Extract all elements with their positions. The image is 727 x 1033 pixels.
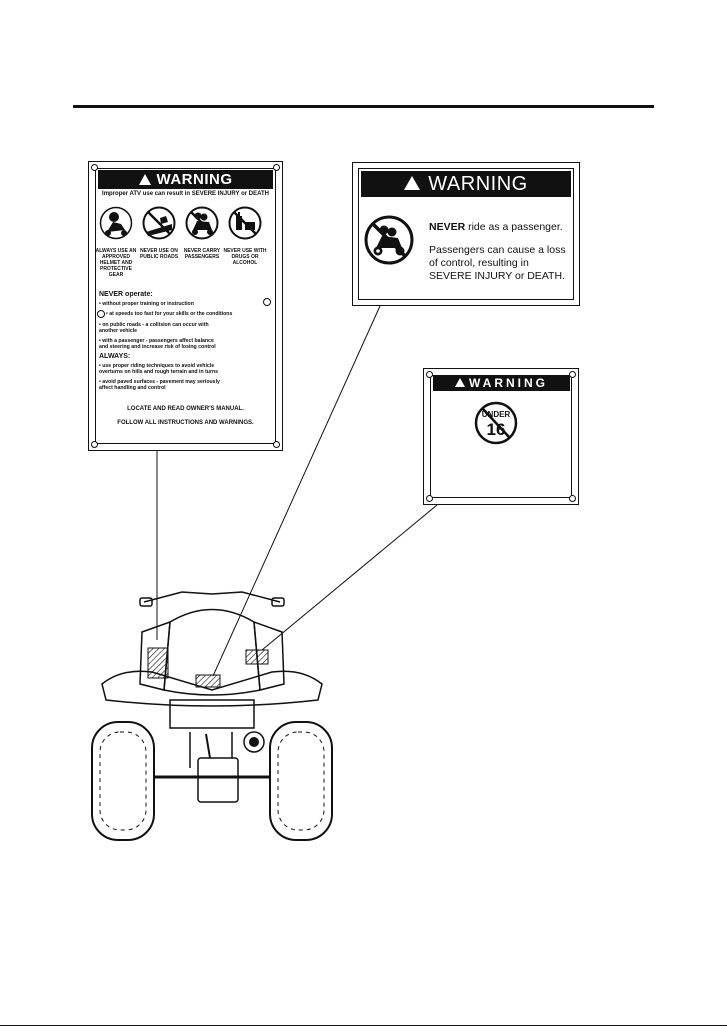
pictogram-caption: NEVER USE WITH DRUGS OR ALCOHOL: [223, 248, 267, 266]
pictogram-caption: NEVER USE ON PUBLIC ROADS: [139, 248, 179, 260]
never-item: • with a passenger - passengers affect b…: [99, 338, 214, 344]
no-drugs-alcohol-icon: [228, 206, 262, 240]
warning-header: WARNING: [433, 375, 570, 391]
warning-header-text: WARNING: [428, 173, 528, 195]
rivet-ring: [97, 310, 105, 318]
passenger-warning-label: WARNING NEVER ride as a passenger. Passe…: [352, 162, 580, 306]
always-item: • avoid paved surfaces - pavement may se…: [99, 379, 220, 385]
rivet-dot: [426, 495, 433, 502]
always-item: affect handling and control: [99, 385, 166, 391]
never-item: • without proper training or instruction: [99, 301, 194, 307]
manual-footer: LOCATE AND READ OWNER'S MANUAL.: [127, 406, 244, 412]
helmet-rider-icon: [99, 206, 133, 240]
passenger-body-line: SEVERE INJURY or DEATH.: [429, 270, 565, 282]
never-item: and steering and increase risk of losing…: [99, 344, 216, 350]
warning-triangle-icon: [455, 378, 465, 387]
leader-line-passenger: [212, 305, 381, 677]
warning-header-text: WARNING: [156, 171, 233, 188]
rivet-ring: [263, 298, 271, 306]
warning-subheader: Improper ATV use can result in SEVERE IN…: [102, 191, 269, 197]
warning-triangle-icon: [404, 176, 421, 190]
warning-header: WARNING: [98, 170, 273, 189]
rivet-dot: [569, 371, 576, 378]
rivet-dot: [91, 164, 98, 171]
always-item: • use proper riding techniques to avoid …: [99, 363, 215, 369]
never-word: NEVER: [429, 221, 466, 233]
rivet-dot: [273, 164, 280, 171]
never-item: another vehicle: [99, 328, 138, 334]
atv-rear-view-icon: [91, 591, 333, 841]
rivet-dot: [569, 495, 576, 502]
no-passenger-rider-icon: [364, 215, 414, 265]
leader-line-age: [261, 504, 438, 651]
warning-header-text: WARNING: [469, 376, 548, 390]
sign-number-text: 16: [487, 420, 506, 439]
never-heading: NEVER operate:: [99, 291, 153, 298]
pictogram-caption: NEVER CARRY PASSENGERS: [183, 248, 221, 260]
pictogram-caption: ALWAYS USE AN APPROVED HELMET AND PROTEC…: [95, 248, 137, 278]
warning-triangle-icon: [138, 174, 151, 185]
age-warning-label: WARNING UNDER 16: [423, 368, 579, 505]
never-ride-rest: ride as a passenger.: [465, 221, 563, 233]
sign-under-text: UNDER: [482, 410, 511, 419]
instructions-footer: FOLLOW ALL INSTRUCTIONS AND WARNINGS.: [117, 420, 254, 426]
rivet-dot: [91, 441, 98, 448]
passenger-body-line: Passengers can cause a loss: [429, 244, 566, 256]
never-ride-line: NEVER ride as a passenger.: [429, 221, 563, 233]
no-public-roads-icon: [142, 206, 176, 240]
rivet-dot: [273, 441, 280, 448]
always-heading: ALWAYS:: [99, 353, 131, 360]
rivet-dot: [426, 371, 433, 378]
never-item: • at speeds too fast for your skills or …: [106, 311, 233, 317]
passenger-body-line: of control, resulting in: [429, 257, 529, 269]
never-item: • on public roads - a collision can occu…: [99, 322, 209, 328]
warning-header: WARNING: [361, 171, 571, 197]
atv-warning-label: WARNING Improper ATV use can result in S…: [88, 161, 283, 451]
under-16-prohibited-icon: UNDER 16: [474, 401, 518, 445]
label-inner-border: [358, 168, 574, 300]
label-inner-border: [95, 168, 276, 444]
footer-rule: [0, 1025, 727, 1026]
header-rule: [73, 105, 654, 108]
always-item: overturns on hills and rough terrain and…: [99, 369, 219, 375]
no-passengers-icon: [185, 206, 219, 240]
